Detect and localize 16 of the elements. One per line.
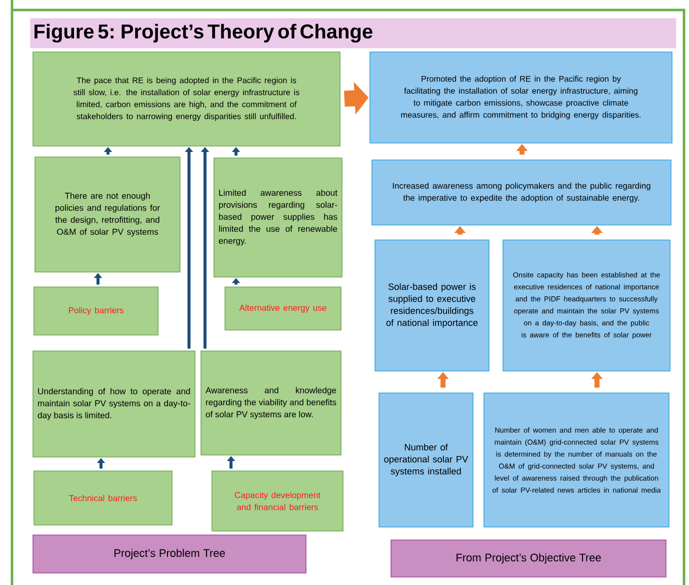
objective-box: Increased awareness among policymakers and the public regarding the imperative to expedite the adoption of sustainable energy. (372, 160, 672, 226)
problem-box: Limited awareness about provisions regarding solar-based power supplies has limited the use of renewable energy. (214, 158, 342, 278)
tree-label-box: Project’s Problem Tree (32, 534, 306, 574)
title-band: Figure 5: Project’s Theory of Change (30, 18, 676, 48)
problem-box: Awareness and knowledge regarding the viability and benefits of solar PV systems are low. (200, 350, 342, 456)
problem-box: There are not enough policies and regulations for the design, retrofitting, and O&M of solar PV systems (34, 156, 180, 272)
objective-box: Number of operational solar PV systems installed (378, 392, 474, 528)
barrier-box: Capacity development and financial barriers (212, 470, 344, 532)
objective-box: Solar-based power is supplied to executive residences/buildings of national importance (374, 240, 490, 372)
tree-label-box: From Project’s Objective Tree (390, 540, 666, 578)
problem-box: The pace that RE is being adopted in the Pacific region is still slow, i.e. the installation of solar energy infrastructure is limited, carbon emissions are high, and the commitment of stakeholders to narrowing energy disparities still unfulfilled. (32, 52, 340, 146)
barrier-box: Technical barriers (34, 470, 172, 526)
barrier-box: Policy barriers (34, 286, 158, 336)
objective-box: Promoted the adoption of RE in the Pacific region by facilitating the installation of solar energy infrastructure, aiming to mitigate carbon emissions, showcase proactive climate measures, and affirm commitment to bridging energy disparities. (370, 52, 672, 144)
problem-box: Understanding of how to operate and maintain solar PV systems on a day-to-day basis is limited. (32, 350, 196, 458)
barrier-box: Alternative energy use (224, 286, 342, 330)
